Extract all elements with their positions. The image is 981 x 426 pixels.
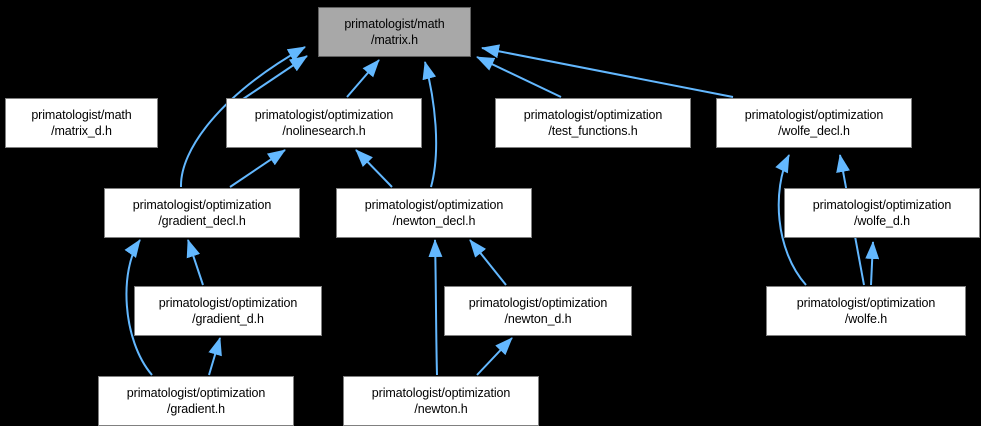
node-gradient_decl[interactable]: primatologist/optimization/gradient_decl… <box>104 188 300 238</box>
node-matrix_d[interactable]: primatologist/math/matrix_d.h <box>5 98 158 148</box>
node-label-line2: /matrix_d.h <box>51 124 112 138</box>
edge-newton-to-newton_decl <box>428 239 443 376</box>
node-test_functions[interactable]: primatologist/optimization/test_function… <box>495 98 691 148</box>
node-label-line1: primatologist/optimization <box>796 296 936 310</box>
edge-gradient_decl-to-nolinesearch <box>229 149 286 188</box>
node-label-line1: primatologist/math <box>344 17 445 31</box>
node-label-line2: /newton_d.h <box>504 312 572 326</box>
node-label-line1: primatologist/optimization <box>126 386 266 400</box>
node-label-line2: /gradient_decl.h <box>158 214 246 228</box>
node-gradient_d[interactable]: primatologist/optimization/gradient_d.h <box>134 286 322 336</box>
edge-test_functions-to-matrix <box>476 56 562 98</box>
node-label-line1: primatologist/optimization <box>523 108 663 122</box>
node-label-line2: /newton.h <box>414 402 468 416</box>
node-label-line2: /test_functions.h <box>548 124 638 138</box>
node-label-line2: /gradient_d.h <box>192 312 264 326</box>
node-label-line2: /wolfe.h <box>844 312 888 326</box>
edge-gradient-to-gradient_decl <box>124 239 153 376</box>
edge-wolfe-to-wolfe_d <box>865 241 880 286</box>
node-label-line2: /wolfe_d.h <box>854 214 910 228</box>
node-newton_d[interactable]: primatologist/optimization/newton_d.h <box>444 286 632 336</box>
edge-gradient_decl-to-matrix <box>179 46 306 188</box>
node-wolfe[interactable]: primatologist/optimization/wolfe.h <box>766 286 966 336</box>
node-wolfe_decl[interactable]: primatologist/optimization/wolfe_decl.h <box>716 98 912 148</box>
node-label-line2: /matrix.h <box>370 33 419 47</box>
edge-nolinesearch-to-matrix <box>346 59 380 98</box>
node-label-line1: primatologist/optimization <box>371 386 511 400</box>
node-label-line2: /wolfe_decl.h <box>778 124 850 138</box>
node-newton_decl[interactable]: primatologist/optimization/newton_decl.h <box>336 188 532 238</box>
edge-matrix_d-to-matrix <box>242 55 308 100</box>
node-label-line2: /nolinesearch.h <box>282 124 366 138</box>
edge-newton_decl-to-matrix <box>422 61 438 188</box>
node-label-line2: /newton_decl.h <box>392 214 476 228</box>
edge-gradient_d-to-gradient_decl <box>186 239 204 286</box>
edge-gradient-to-gradient_d <box>208 337 222 376</box>
node-matrix[interactable]: primatologist/math/matrix.h <box>318 7 471 57</box>
node-label-line1: primatologist/optimization <box>254 108 394 122</box>
node-label-line1: primatologist/optimization <box>364 198 504 212</box>
node-label-line2: /gradient.h <box>167 402 225 416</box>
node-label-line1: primatologist/optimization <box>812 198 952 212</box>
edge-wolfe-to-wolfe_decl <box>775 154 807 286</box>
node-wolfe_d[interactable]: primatologist/optimization/wolfe_d.h <box>784 188 980 238</box>
node-label-line1: primatologist/optimization <box>132 198 272 212</box>
node-label-line1: primatologist/optimization <box>744 108 884 122</box>
edge-newton_d-to-newton_decl <box>469 239 507 286</box>
node-nolinesearch[interactable]: primatologist/optimization/nolinesearch.… <box>226 98 422 148</box>
node-gradient[interactable]: primatologist/optimization/gradient.h <box>98 376 294 426</box>
node-label-line1: primatologist/optimization <box>468 296 608 310</box>
node-label-line1: primatologist/math <box>31 108 132 122</box>
edge-newton_decl-to-nolinesearch <box>355 149 393 188</box>
edge-wolfe_decl-to-matrix <box>481 44 734 98</box>
node-label-line1: primatologist/optimization <box>158 296 298 310</box>
edge-newton-to-newton_d <box>476 337 513 376</box>
node-newton[interactable]: primatologist/optimization/newton.h <box>343 376 539 426</box>
